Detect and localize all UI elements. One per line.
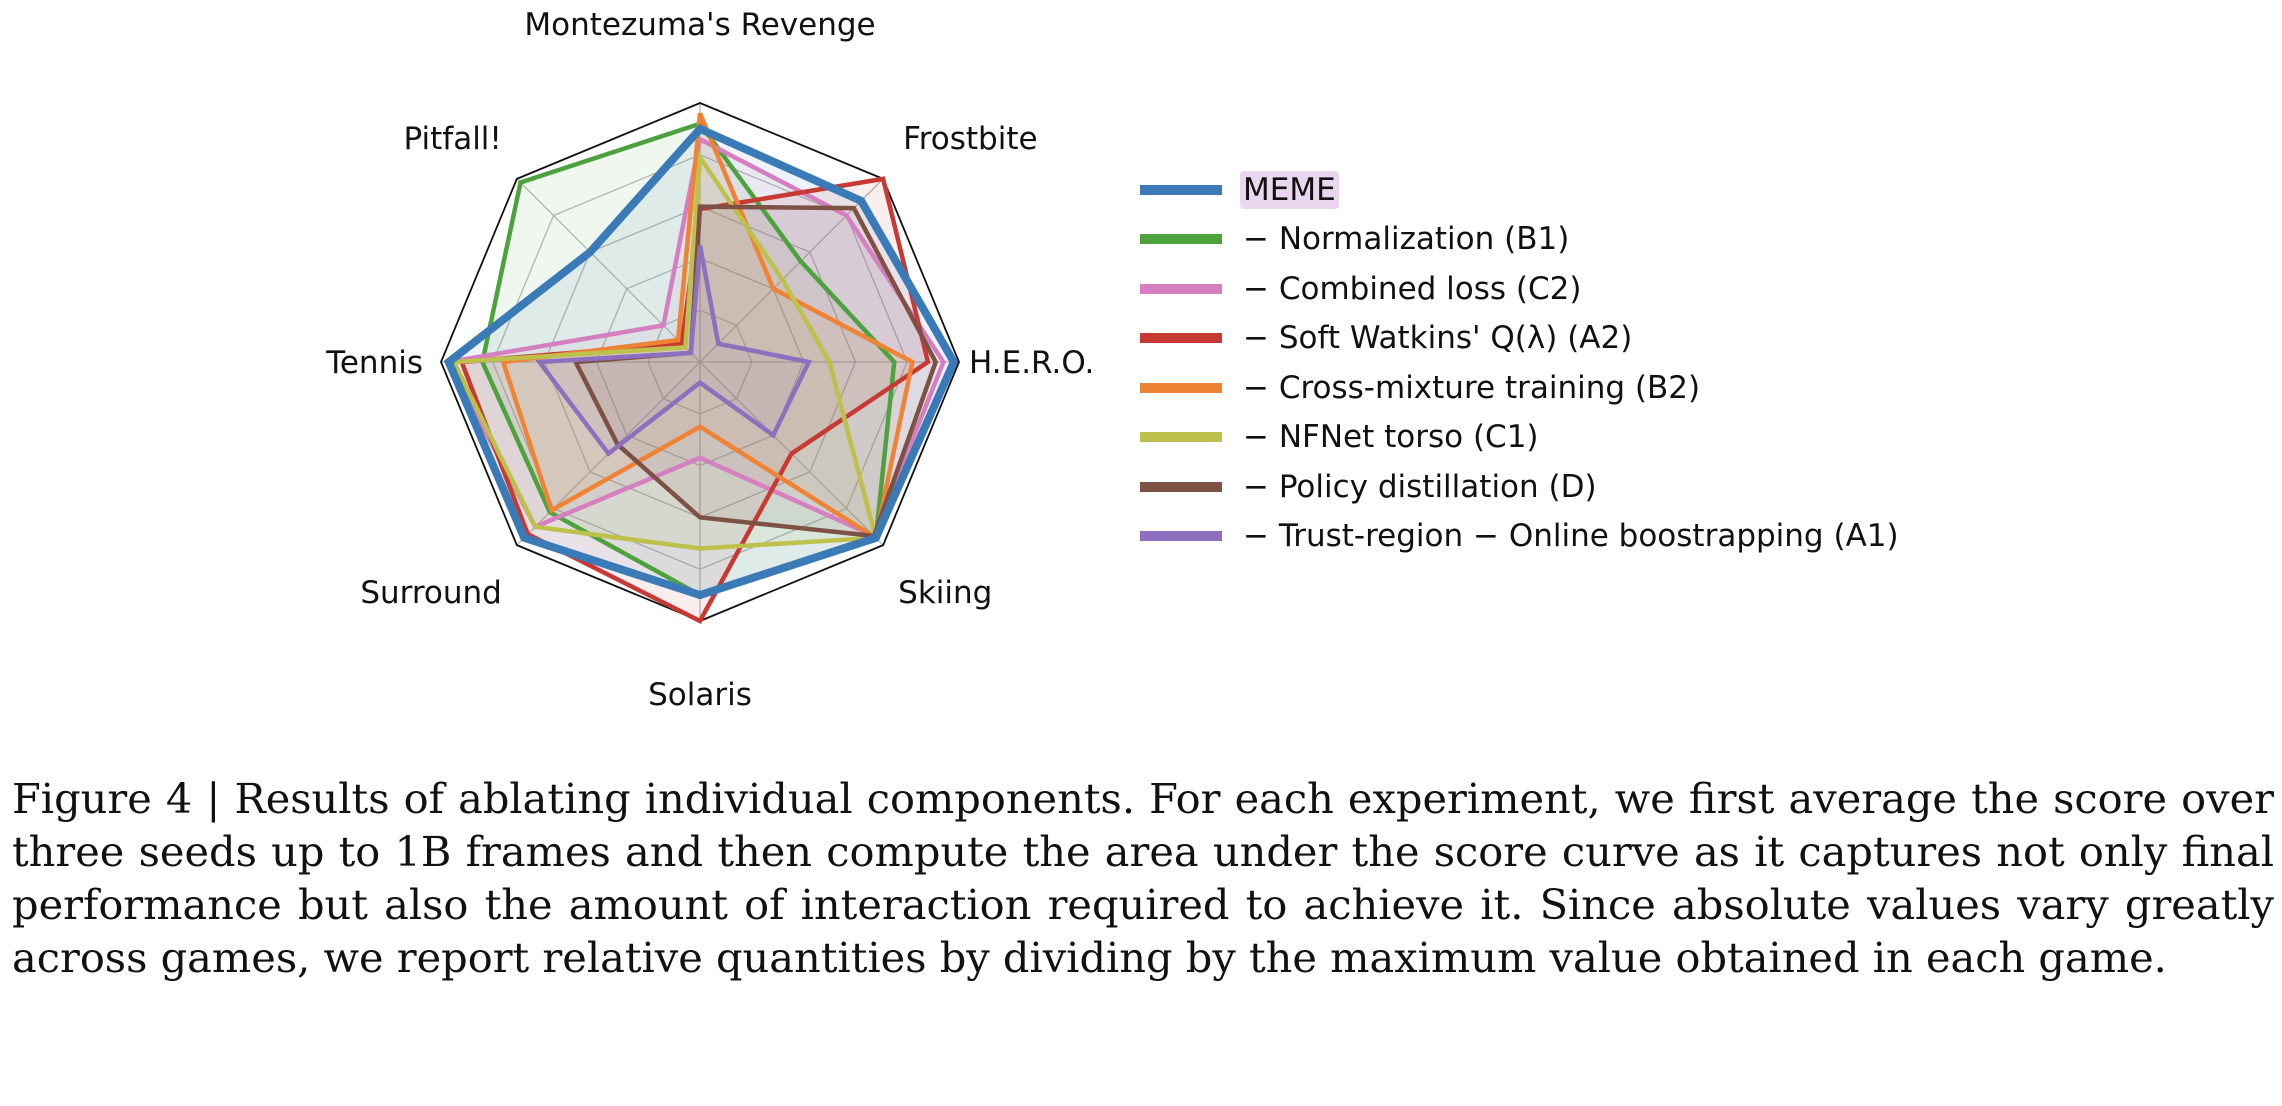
series-fills <box>448 113 954 621</box>
legend-label: − Policy distillation (D) <box>1243 468 1597 505</box>
legend-label: − NFNet torso (C1) <box>1243 419 1539 456</box>
series-line <box>445 135 946 539</box>
axis-label: Surround <box>360 575 502 611</box>
figure-caption: Figure 4 | Results of ablating individua… <box>12 774 2274 982</box>
legend-swatch <box>1140 382 1222 393</box>
series-line <box>500 112 915 542</box>
series-fill <box>539 245 809 454</box>
axis-label: H.E.R.O. <box>969 345 1094 381</box>
legend-item: − Soft Watkins' Q(λ) (A2) <box>1140 314 1902 364</box>
series-lines <box>443 112 959 624</box>
grid-spoke <box>516 178 701 363</box>
legend-label: − Cross-mixture training (B2) <box>1243 369 1701 406</box>
legend-swatch <box>1140 531 1222 542</box>
legend-label: − Soft Watkins' Q(λ) (A2) <box>1243 320 1633 357</box>
legend-item: − Trust-region − Online boostrapping (A1… <box>1140 512 1902 562</box>
series-fill <box>503 113 913 538</box>
legend-item: − Normalization (B1) <box>1140 215 1902 265</box>
legend-item: − NFNet torso (C1) <box>1140 413 1902 463</box>
legend-item: − Combined loss (C2) <box>1140 264 1902 314</box>
series-line <box>443 124 959 600</box>
legend-swatch <box>1140 481 1222 492</box>
axis-label: Solaris <box>648 677 752 713</box>
legend-item: MEME <box>1140 165 1902 215</box>
series-fill <box>482 123 895 596</box>
series-fill <box>448 128 954 596</box>
axis-label: Pitfall! <box>404 121 502 157</box>
series-line <box>535 245 813 457</box>
axis-label: Skiing <box>898 575 992 611</box>
legend-item: − Cross-mixture training (B2) <box>1140 363 1902 413</box>
legend-swatch <box>1140 333 1222 344</box>
legend-label: − Trust-region − Online boostrapping (A1… <box>1243 518 1899 555</box>
axis-label: Tennis <box>325 345 423 381</box>
legend-label: − Normalization (B1) <box>1243 221 1570 258</box>
series-line <box>450 150 879 551</box>
legend-item: − Policy distillation (D) <box>1140 462 1902 512</box>
legend-swatch <box>1140 283 1222 294</box>
axis-label: Montezuma's Revenge <box>524 7 875 43</box>
legend-swatch <box>1140 234 1222 245</box>
legend-swatch <box>1140 184 1222 195</box>
axis-label: Frostbite <box>903 121 1037 157</box>
legend-label: − Combined loss (C2) <box>1243 270 1582 307</box>
legend-label: MEME <box>1240 170 1339 209</box>
chart-legend: MEME − Normalization (B1) − Combined loss … <box>1140 165 1902 561</box>
series-fill <box>575 206 936 536</box>
legend-swatch <box>1140 432 1222 443</box>
